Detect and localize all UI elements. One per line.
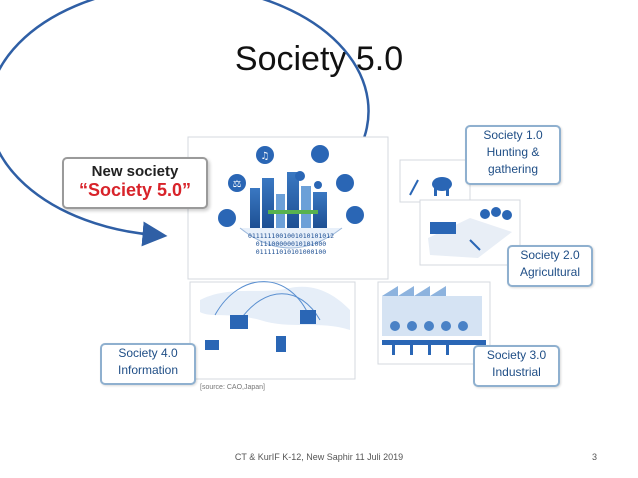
society4-subtitle: Information — [117, 363, 179, 377]
society2-callout: Society 2.0 Agricultural — [507, 245, 593, 287]
slide-footer: CT & KurIF K-12, New Saphir 11 Juli 2019 — [234, 452, 404, 462]
binary-line-2: 011100000010101000 — [256, 240, 327, 248]
society4-callout: Society 4.0 Information — [100, 343, 196, 385]
society1-line2: Hunting & — [486, 145, 540, 159]
society1-callout: Society 1.0 Hunting & gathering — [465, 125, 561, 185]
binary-line-3: 011111010101000100 — [256, 248, 327, 256]
society5-panel: ♫ ⚖ 0111111001001010101012 0111000000101… — [187, 136, 389, 280]
svg-text:⚖: ⚖ — [233, 179, 242, 190]
society1-panel — [399, 159, 471, 203]
society2-panel — [419, 199, 521, 266]
cycle-arrow — [0, 0, 370, 247]
new-society-callout: New society “Society 5.0” — [62, 157, 208, 209]
binary-line-1: 0111111001001010101012 — [248, 232, 334, 240]
society5-label: “Society 5.0” — [78, 180, 192, 200]
society2-title: Society 2.0 — [520, 248, 580, 262]
slide-title: Society 5.0 — [234, 40, 404, 78]
new-society-label: New society — [91, 163, 179, 180]
society3-title: Society 3.0 — [486, 348, 547, 362]
society4-title: Society 4.0 — [118, 346, 178, 360]
society1-title: Society 1.0 — [483, 128, 543, 142]
svg-text:♫: ♫ — [261, 151, 270, 162]
source-note: [source: CAO,Japan] — [200, 384, 265, 391]
society3-panel — [377, 281, 491, 365]
society1-line3: gathering — [487, 162, 539, 176]
page-number: 3 — [592, 452, 598, 462]
society2-subtitle: Agricultural — [519, 265, 581, 279]
society3-subtitle: Industrial — [492, 365, 541, 379]
society4-panel — [189, 281, 356, 380]
society3-callout: Society 3.0 Industrial — [473, 345, 560, 387]
